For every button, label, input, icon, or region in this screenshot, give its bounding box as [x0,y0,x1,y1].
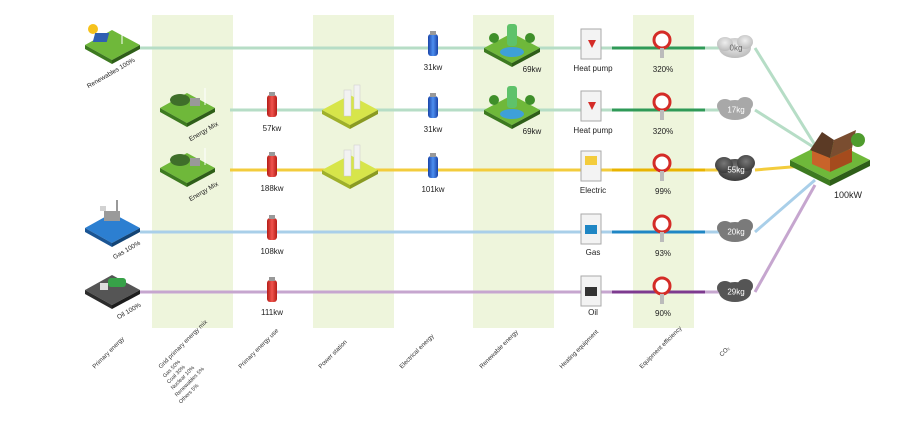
co2-cloud-icon-1 [717,35,753,58]
co2-value-2: 17kg [727,105,745,115]
co2-cloud-icon-3 [715,155,755,181]
efficiency-gauge-icon-3 [652,153,672,181]
flow-to-house-1 [753,47,817,146]
renewable-value-2: 69kw [522,127,542,136]
equipment-label-4: Gas [585,248,601,257]
primary-use-value-4: 111kw [261,308,283,317]
heat-pump-icon-2 [580,90,602,122]
flow-to-house-2 [754,108,816,150]
house-output-label: 100kW [834,190,863,200]
efficiency-value-4: 93% [654,249,672,258]
co2-value-5: 29kg [727,287,745,297]
heat-pump-icon-1 [580,28,602,60]
flow-to-house-5 [753,184,817,293]
primary-use-value-2: 188kw [260,184,284,193]
efficiency-gauge-icon-2 [652,92,672,120]
battery-red-icon-4 [267,277,277,302]
primary-use-value-3: 108kw [260,247,284,256]
flow-lines [140,46,817,294]
power-station-icon-1 [322,84,378,129]
flow-to-house-4 [754,178,816,234]
co2-value-4: 20kg [727,227,745,237]
battery-red-icon-2 [267,152,277,177]
co2-value-3: 55kg [727,165,745,175]
oil-truck-tile-icon [85,275,140,309]
electric-heater-icon [580,150,602,182]
battery-red-icon-1 [267,92,277,117]
oil-boiler-icon [580,275,602,307]
efficiency-value-1: 320% [652,65,674,74]
renewables-tile-icon [85,21,140,64]
electrical-value-3: 101kw [421,185,445,194]
renewable-tile-icon-1 [484,24,540,67]
equipment-label-3: Electric [579,186,607,195]
co2-cloud-icon-2 [717,97,753,120]
gas-rig-tile-icon [85,200,140,247]
equipment-label-2: Heat pump [573,126,613,135]
efficiency-value-2: 320% [652,127,674,136]
equipment-label-5: Oil [588,308,598,317]
efficiency-gauge-icon-1 [652,30,672,58]
renewable-value-1: 69kw [522,65,542,74]
electrical-value-2: 31kw [423,125,443,134]
battery-red-icon-3 [267,215,277,240]
renewable-tile-icon-2 [484,86,540,129]
efficiency-gauge-icon-5 [652,276,672,304]
co2-value-1: 0kg [729,43,743,53]
battery-blue-icon-2 [428,93,438,118]
house-icon [790,130,870,186]
battery-blue-icon-3 [428,153,438,178]
equipment-label-1: Heat pump [573,64,613,73]
power-station-icon-2 [322,144,378,189]
energy-mix-tile-icon-1 [160,88,215,127]
efficiency-value-5: 90% [654,309,672,318]
primary-use-value-1: 57kw [262,124,282,133]
co2-cloud-icon-5 [717,279,753,302]
electrical-value-1: 31kw [423,63,443,72]
efficiency-gauge-icon-4 [652,214,672,242]
co2-cloud-icon-4 [717,219,753,242]
gas-boiler-icon [580,213,602,245]
battery-blue-icon-1 [428,31,438,56]
efficiency-value-3: 99% [654,187,672,196]
energy-mix-tile-icon-2 [160,148,215,187]
